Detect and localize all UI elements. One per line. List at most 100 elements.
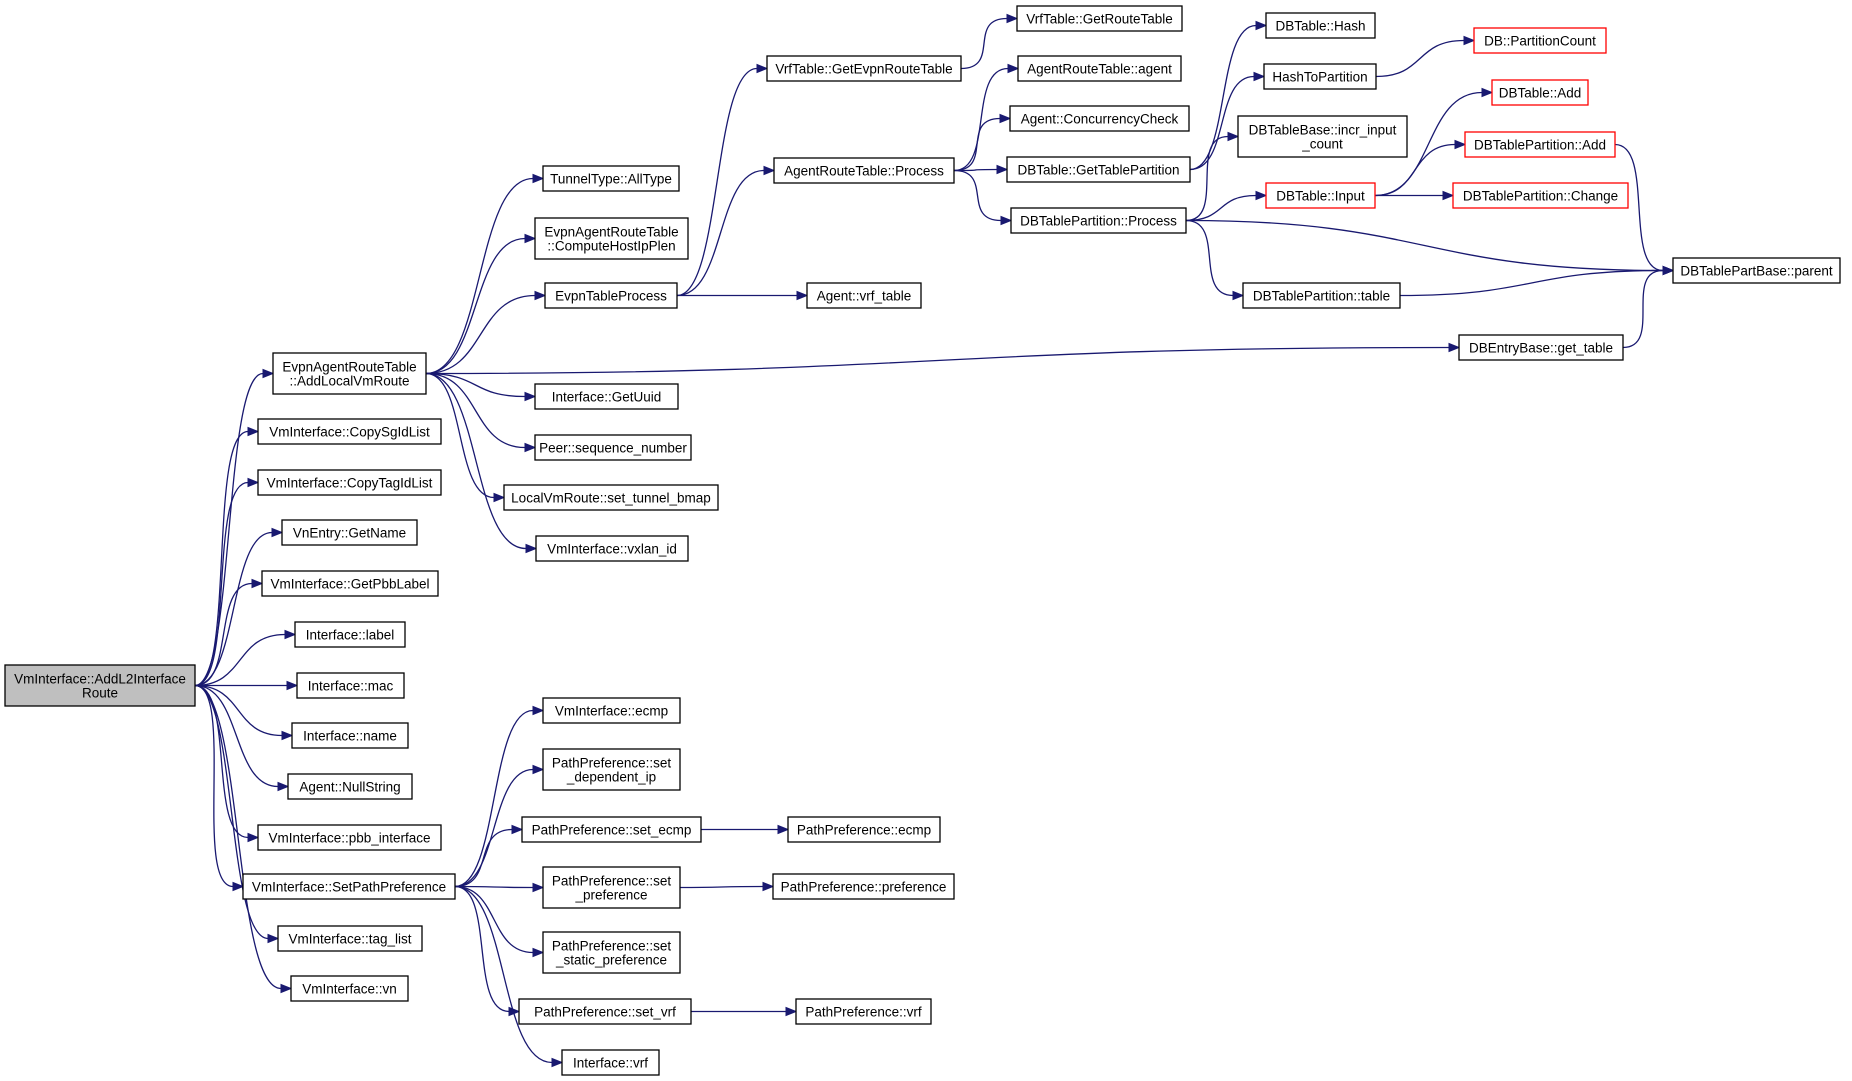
- node-tunnel-all[interactable]: TunnelType::AllType: [542, 165, 680, 192]
- node-label: VmInterface::ecmp: [555, 704, 668, 719]
- arrowhead-icon: [996, 164, 1009, 175]
- node-dbt-input[interactable]: DBTable::Input: [1265, 182, 1376, 209]
- node-compute-host[interactable]: EvpnAgentRouteTable::ComputeHostIpPlen: [534, 217, 689, 260]
- node-if-vrf[interactable]: Interface::vrf: [561, 1049, 660, 1076]
- arrowhead-icon: [524, 233, 537, 244]
- node-label: DBTablePartition::Process: [1020, 214, 1177, 229]
- node-dbtb-incr[interactable]: DBTableBase::incr_input_count: [1237, 115, 1408, 158]
- node-copy-sg[interactable]: VmInterface::CopySgIdList: [257, 418, 442, 445]
- node-pbb-if[interactable]: VmInterface::pbb_interface: [257, 824, 442, 851]
- node-dbpb-parent[interactable]: DBTablePartBase::parent: [1672, 257, 1841, 284]
- node-label: PathPreference::ecmp: [797, 823, 931, 838]
- arrowhead-icon: [532, 882, 545, 893]
- node-label: VnEntry::GetName: [293, 526, 406, 541]
- node-label: EvpnAgentRouteTable: [282, 360, 416, 375]
- node-copy-tag[interactable]: VmInterface::CopyTagIdList: [257, 469, 442, 496]
- edge-evpn_proc-to-vrf_get_evpn: [676, 63, 769, 297]
- node-label: _static_preference: [555, 953, 667, 968]
- node-null-string[interactable]: Agent::NullString: [287, 773, 413, 800]
- node-if-mac[interactable]: Interface::mac: [296, 672, 405, 699]
- edge-vrf_get_evpn-to-vrf_get_route: [960, 13, 1019, 70]
- node-pp-set-static[interactable]: PathPreference::set_static_preference: [542, 931, 681, 974]
- arrowhead-icon: [551, 1057, 564, 1068]
- node-vn-getname[interactable]: VnEntry::GetName: [281, 519, 418, 546]
- arrowhead-icon: [493, 492, 506, 503]
- node-get-uuid[interactable]: Interface::GetUuid: [534, 383, 679, 410]
- arrowhead-icon: [1662, 265, 1675, 276]
- edge-dbt_input-to-dbtp_change: [1375, 190, 1455, 201]
- node-get-pbb[interactable]: VmInterface::GetPbbLabel: [261, 570, 439, 597]
- node-db-part-count[interactable]: DB::PartitionCount: [1473, 27, 1607, 54]
- node-pp-ecmp[interactable]: PathPreference::ecmp: [787, 816, 941, 843]
- node-label: Agent::NullString: [299, 780, 400, 795]
- edge-set_pp-to-pp_dep_ip: [454, 764, 545, 888]
- node-pp-dep-ip[interactable]: PathPreference::set_dependent_ip: [542, 748, 681, 791]
- arrowhead-icon: [1448, 342, 1461, 353]
- node-art-agent[interactable]: AgentRouteTable::agent: [1017, 55, 1182, 82]
- node-dbtp-table[interactable]: DBTablePartition::table: [1242, 282, 1401, 309]
- node-label: DBTable::Hash: [1275, 19, 1365, 34]
- node-dbtp-change[interactable]: DBTablePartition::Change: [1452, 182, 1629, 209]
- node-agent-conc[interactable]: Agent::ConcurrencyCheck: [1009, 105, 1190, 132]
- node-label: DBTablePartition::table: [1253, 289, 1390, 304]
- node-dbeb-get-table[interactable]: DBEntryBase::get_table: [1458, 334, 1624, 361]
- edge-root-to-if_mac: [194, 680, 299, 691]
- node-art-process[interactable]: AgentRouteTable::Process: [773, 157, 955, 184]
- node-hash-to-part[interactable]: HashToPartition: [1263, 63, 1377, 90]
- arrowhead-icon: [532, 173, 545, 184]
- node-label: VmInterface::AddL2Interface: [14, 672, 186, 687]
- arrowhead-icon: [267, 933, 280, 944]
- node-vrf-get-evpn[interactable]: VrfTable::GetEvpnRouteTable: [766, 55, 962, 82]
- node-vmi-ecmp[interactable]: VmInterface::ecmp: [542, 697, 681, 724]
- edge-evpn_add-to-lvm_tunnel: [425, 372, 506, 503]
- edge-set_pp-to-pp_set_pref: [454, 882, 545, 893]
- node-pp-pref[interactable]: PathPreference::preference: [772, 873, 955, 900]
- edge-set_pp-to-vmi_ecmp: [454, 705, 545, 888]
- node-label: VmInterface::CopySgIdList: [269, 425, 430, 440]
- arrowhead-icon: [796, 290, 809, 301]
- node-label: VmInterface::tag_list: [288, 932, 411, 947]
- node-pp-set-ecmp[interactable]: PathPreference::set_ecmp: [521, 816, 702, 843]
- node-pp-set-vrf[interactable]: PathPreference::set_vrf: [518, 998, 692, 1025]
- edge-dbtp_process-to-dbt_input: [1185, 190, 1268, 222]
- node-if-name[interactable]: Interface::name: [291, 722, 409, 749]
- node-label: VmInterface::SetPathPreference: [252, 880, 446, 895]
- node-pp-vrf[interactable]: PathPreference::vrf: [795, 998, 932, 1025]
- node-evpn-proc[interactable]: EvpnTableProcess: [544, 282, 678, 309]
- node-vrf-get-route[interactable]: VrfTable::GetRouteTable: [1016, 5, 1183, 32]
- edge-dbt_input-to-dbtp_add: [1374, 139, 1467, 197]
- node-dbtp-add[interactable]: DBTablePartition::Add: [1464, 131, 1616, 158]
- node-agent-vrf-table[interactable]: Agent::vrf_table: [806, 282, 922, 309]
- node-vmi-vn[interactable]: VmInterface::vn: [290, 975, 409, 1002]
- node-label: PathPreference::vrf: [805, 1005, 922, 1020]
- node-pp-set-pref[interactable]: PathPreference::set_preference: [542, 866, 681, 909]
- node-label: PathPreference::preference: [781, 880, 947, 895]
- node-label: ::AddLocalVmRoute: [289, 374, 409, 389]
- node-dbt-get-part[interactable]: DBTable::GetTablePartition: [1006, 156, 1191, 183]
- node-label: VmInterface::CopyTagIdList: [267, 476, 433, 491]
- node-label: AgentRouteTable::agent: [1027, 62, 1172, 77]
- node-label: DB::PartitionCount: [1484, 34, 1596, 49]
- edge-pp_set_pref-to-pp_pref: [679, 881, 775, 892]
- edge-root-to-if_label: [194, 629, 297, 687]
- node-lvm-tunnel[interactable]: LocalVmRoute::set_tunnel_bmap: [503, 484, 719, 511]
- node-dbt-hash[interactable]: DBTable::Hash: [1265, 12, 1376, 39]
- node-evpn-add[interactable]: EvpnAgentRouteTable::AddLocalVmRoute: [272, 352, 427, 395]
- edge-dbt_get_part-to-dbt_hash: [1189, 20, 1268, 171]
- node-tag-list[interactable]: VmInterface::tag_list: [277, 925, 423, 952]
- node-peer-seq[interactable]: Peer::sequence_number: [534, 434, 692, 461]
- node-dbtp-process[interactable]: DBTablePartition::Process: [1010, 207, 1187, 234]
- node-set-pp[interactable]: VmInterface::SetPathPreference: [242, 873, 456, 900]
- node-label: DBTable::GetTablePartition: [1017, 163, 1179, 178]
- node-vxlan-id[interactable]: VmInterface::vxlan_id: [535, 535, 689, 562]
- edge-dbeb_get_table-to-dbpb_parent: [1622, 265, 1675, 349]
- arrowhead-icon: [281, 730, 294, 741]
- node-label: HashToPartition: [1272, 70, 1367, 85]
- node-if-label[interactable]: Interface::label: [294, 621, 406, 648]
- edge-pp_set_vrf-to-pp_vrf: [690, 1006, 798, 1017]
- node-label: DBTableBase::incr_input: [1249, 123, 1397, 138]
- node-dbt-add[interactable]: DBTable::Add: [1491, 79, 1589, 106]
- edge-dbtp_process-to-dbtb_incr: [1185, 131, 1240, 222]
